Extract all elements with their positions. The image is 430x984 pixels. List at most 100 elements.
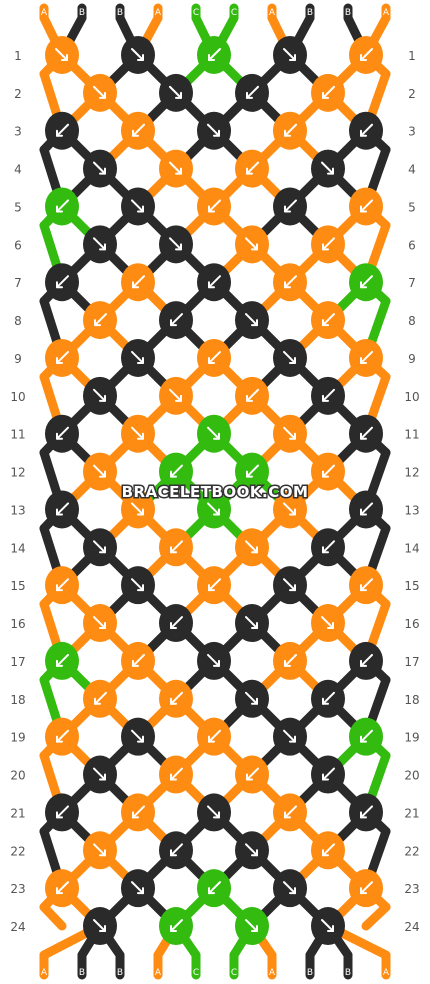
knot-arrow [360, 729, 373, 743]
knot [83, 73, 117, 112]
knot-arrow-head [208, 281, 215, 289]
knot-arrow [207, 426, 220, 440]
thread-segment [361, 902, 391, 931]
knot [121, 263, 155, 302]
knot-arrow [246, 161, 259, 175]
knot-arrow [56, 199, 69, 213]
knot [83, 528, 117, 567]
knot-arrow-head [208, 356, 215, 364]
knot-arrow-head [56, 584, 63, 592]
knot-arrow [56, 502, 69, 516]
knot [121, 111, 155, 150]
knot-arrow [208, 578, 221, 592]
knot-arrow-head [137, 508, 144, 516]
row-number-right: 20 [404, 769, 419, 783]
knot [45, 111, 79, 150]
knot [45, 490, 79, 529]
knot-arrow [132, 805, 145, 819]
knot-arrow-head [99, 546, 106, 554]
knot-arrow [360, 578, 373, 592]
knot-arrow [170, 919, 183, 933]
knot-arrow-head [289, 584, 296, 592]
knot-arrow-head [327, 925, 334, 933]
knot-arrow-head [251, 925, 258, 933]
knot-arrow-head [137, 205, 144, 213]
strand-label-bottom: A [269, 968, 276, 978]
knot-arrow-head [322, 394, 329, 402]
knot-arrow [131, 426, 144, 440]
knot [159, 604, 193, 643]
knot [83, 907, 117, 946]
knot [159, 73, 193, 112]
knot-arrow [131, 502, 144, 516]
knot-arrow-head [246, 167, 253, 175]
strand-label-top: B [117, 8, 123, 18]
knot [159, 679, 193, 718]
knot [159, 907, 193, 946]
knot-arrow-head [99, 167, 106, 175]
knot [83, 225, 117, 264]
knot-arrow [170, 767, 183, 781]
knot-arrow-head [360, 508, 367, 516]
knot-arrow-head [99, 622, 106, 630]
knot-arrow-head [56, 205, 63, 213]
knot-arrow [169, 237, 182, 251]
strand-label-bottom: A [41, 968, 48, 978]
knot [273, 641, 307, 680]
strand-label-bottom: B [345, 968, 351, 978]
row-number-left: 14 [10, 541, 25, 555]
knot-arrow-head [284, 205, 291, 213]
knot-arrow-head [56, 735, 63, 743]
knot-arrow-head [170, 773, 177, 781]
knot [159, 376, 193, 415]
knot [197, 111, 231, 150]
knot-arrow-head [360, 205, 367, 213]
knot-arrow [246, 464, 259, 478]
knot-arrow [321, 616, 334, 630]
row-number-left: 7 [14, 276, 22, 290]
row-number-left: 23 [10, 882, 25, 896]
knot-arrow [208, 199, 221, 213]
knot-arrow [93, 919, 106, 933]
row-number-right: 6 [408, 238, 416, 252]
knot-arrow [169, 85, 182, 99]
knot [197, 187, 231, 226]
row-number-right: 12 [404, 466, 419, 480]
knot [311, 452, 345, 491]
knot-arrow-head [56, 129, 63, 137]
knot [197, 263, 231, 302]
knot [83, 452, 117, 491]
strand-label-top: A [155, 8, 162, 18]
knot [273, 187, 307, 226]
knot-arrow [131, 578, 144, 592]
knot-arrow [322, 313, 335, 327]
knot-arrow [170, 313, 183, 327]
knot-arrow [169, 388, 182, 402]
knot-arrow [283, 350, 296, 364]
knot-arrow [246, 388, 259, 402]
knot-arrow-head [170, 925, 177, 933]
knot-arrow [56, 350, 69, 364]
row-number-right: 5 [408, 200, 416, 214]
knot-arrow [322, 464, 335, 478]
knot-arrow [131, 729, 144, 743]
row-number-right: 8 [408, 314, 416, 328]
knot-arrow-head [322, 91, 329, 99]
knot [45, 641, 79, 680]
knot-arrow [131, 199, 144, 213]
knot-arrow [208, 48, 221, 61]
knot-arrow [93, 767, 106, 781]
knot-arrow-head [246, 91, 253, 99]
strand-label-top: A [41, 8, 48, 18]
knot [311, 301, 345, 340]
knot [273, 717, 307, 756]
knot-arrow-head [327, 622, 334, 630]
knot-arrow-head [360, 129, 367, 137]
knot [235, 528, 269, 567]
knot-arrow-head [246, 773, 253, 781]
row-number-left: 13 [10, 503, 25, 517]
row-number-left: 19 [10, 731, 25, 745]
row-number-right: 4 [408, 163, 416, 177]
knot [121, 490, 155, 529]
knot [311, 907, 345, 946]
